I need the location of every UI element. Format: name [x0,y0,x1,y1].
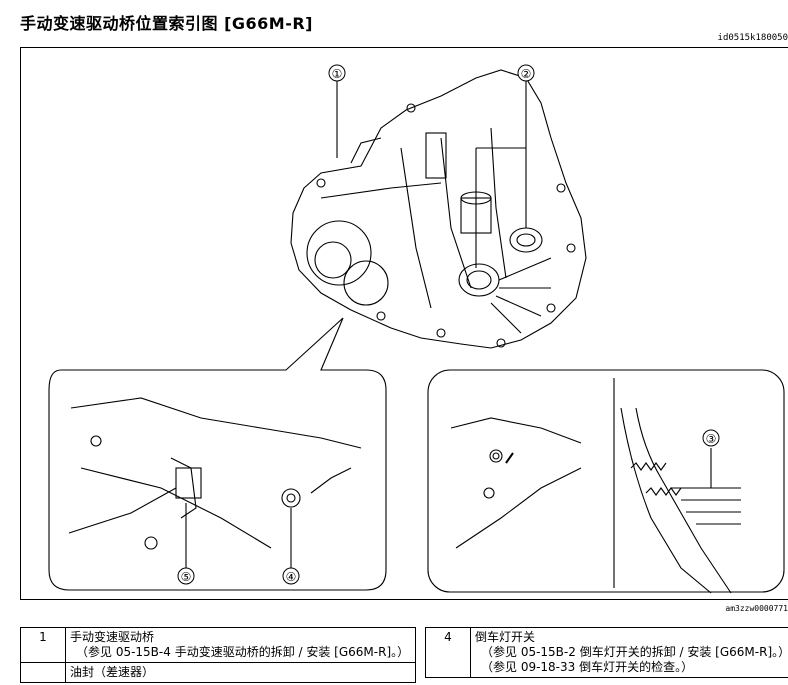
part-number: 4 [425,627,471,678]
part-description: 倒车灯开关 （参见 05-15B-2 倒车灯开关的拆卸 / 安装 [G66M-R… [470,627,788,678]
part-description: 手动变速驱动桥 （参见 05-15B-4 手动变速驱动桥的拆卸 / 安装 [G6… [65,627,416,663]
part-description: 油封（差速器） [65,662,416,683]
table-row: 油封（差速器） [20,662,416,683]
part-name: 手动变速驱动桥 [70,630,155,644]
callout-5: ⑤ [181,570,192,584]
figure-id: am3zzw0000771 [725,604,788,613]
part-name: 倒车灯开关 [475,630,536,644]
table-row: 4 倒车灯开关 （参见 05-15B-2 倒车灯开关的拆卸 / 安装 [G66M… [425,627,788,678]
detail-bubble-right [427,369,785,593]
part-number: 1 [20,627,66,663]
location-index-figure: ① ② ③ ④ ⑤ [20,47,788,600]
part-reference-link[interactable]: （参见 05-15B-4 手动变速驱动桥的拆卸 / 安装 [G66M-R]。） [76,645,410,659]
page-title: 手动变速驱动桥位置索引图 [G66M-R] [20,14,313,33]
part-name: 油封（差速器） [70,665,155,679]
detail-bubble-left [48,317,387,591]
callout-4: ④ [286,570,297,584]
callout-1: ① [332,67,343,81]
callout-2: ② [521,67,532,81]
part-reference-link[interactable]: （参见 09-18-33 倒车灯开关的检查。） [481,660,694,674]
transaxle-illustration: ① ② ③ ④ ⑤ [48,64,785,594]
part-reference-link[interactable]: （参见 05-15B-2 倒车灯开关的拆卸 / 安装 [G66M-R]。） [481,645,788,659]
part-number [20,662,66,683]
callout-3: ③ [706,432,717,446]
document-id: id0515k180050 [717,33,788,43]
parts-table-left: 1 手动变速驱动桥 （参见 05-15B-4 手动变速驱动桥的拆卸 / 安装 [… [20,627,416,683]
table-row: 1 手动变速驱动桥 （参见 05-15B-4 手动变速驱动桥的拆卸 / 安装 [… [20,627,416,663]
parts-table-right: 4 倒车灯开关 （参见 05-15B-2 倒车灯开关的拆卸 / 安装 [G66M… [425,627,788,678]
transaxle-body-outline [290,69,587,349]
